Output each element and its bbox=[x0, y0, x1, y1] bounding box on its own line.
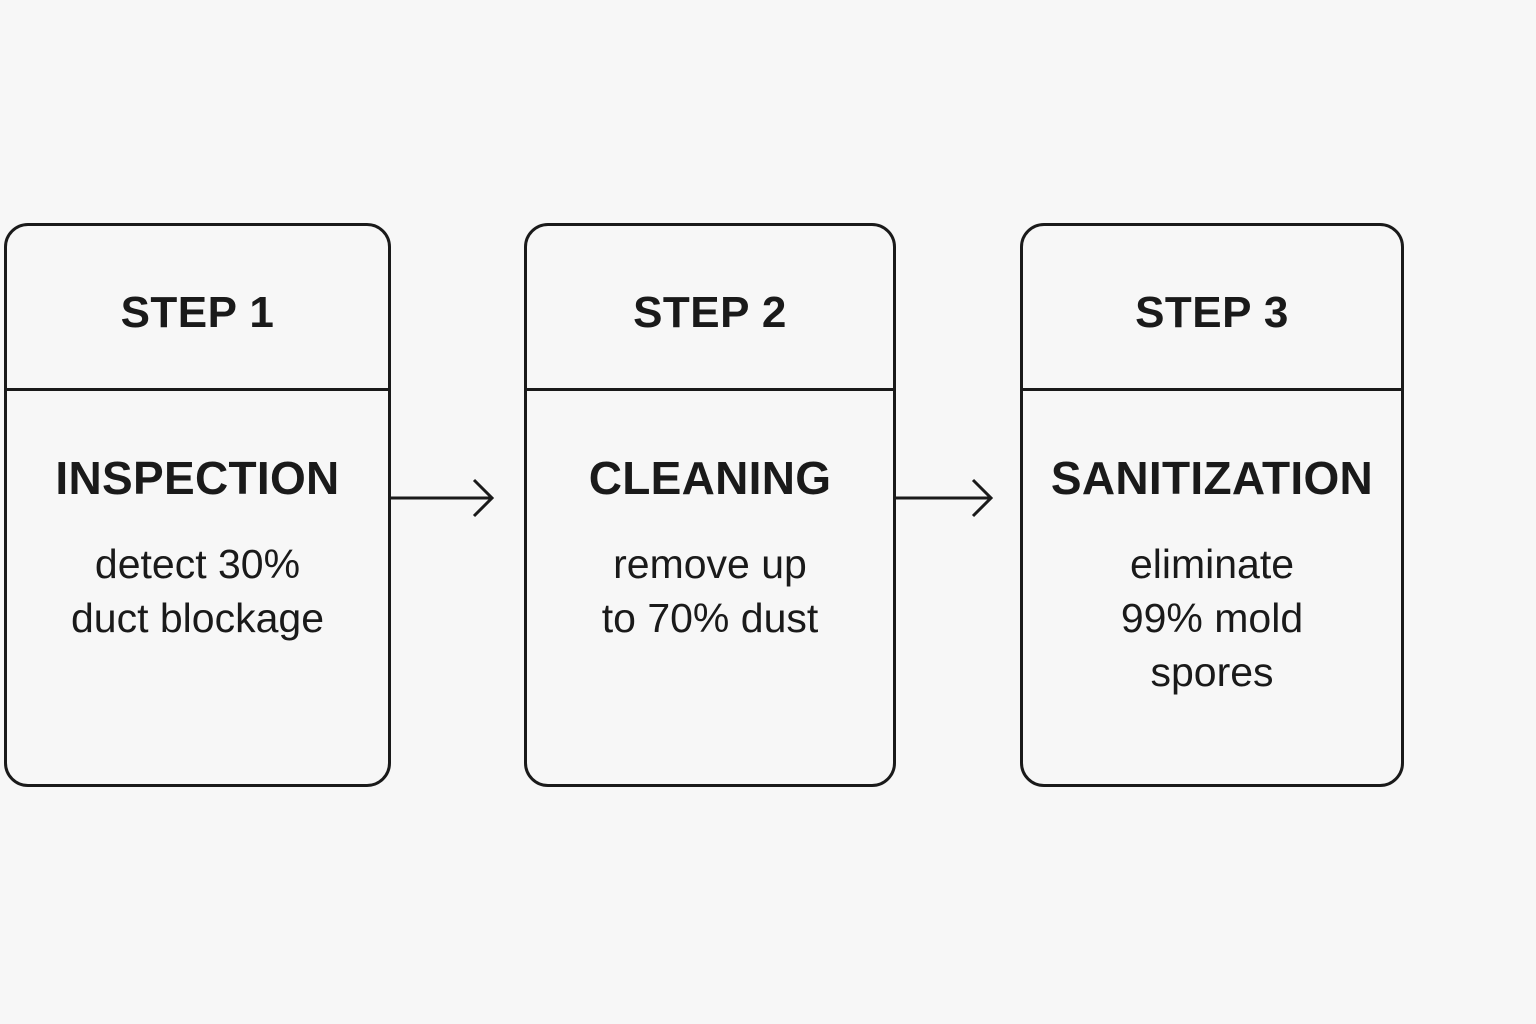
step-body: SANITIZATION eliminate 99% mold spores bbox=[1023, 451, 1401, 699]
step-header: STEP 2 bbox=[527, 226, 893, 391]
step-title: INSPECTION bbox=[55, 452, 340, 504]
step-description: remove up to 70% dust bbox=[527, 537, 893, 645]
step-description: eliminate 99% mold spores bbox=[1023, 537, 1401, 699]
step-label: STEP 3 bbox=[1135, 288, 1289, 337]
step-card-1: STEP 1 INSPECTION detect 30% duct blocka… bbox=[4, 223, 391, 787]
step-description-line: detect 30% bbox=[94, 541, 301, 587]
step-label: STEP 1 bbox=[120, 288, 275, 337]
step-card-2: STEP 2 CLEANING remove up to 70% dust bbox=[524, 223, 896, 787]
step-header: STEP 3 bbox=[1023, 226, 1401, 391]
step-title: SANITIZATION bbox=[1050, 452, 1374, 504]
step-body: CLEANING remove up to 70% dust bbox=[527, 451, 893, 645]
arrow-right-icon bbox=[895, 478, 994, 518]
step-body: INSPECTION detect 30% duct blockage bbox=[7, 451, 388, 645]
step-header: STEP 1 bbox=[7, 226, 388, 391]
step-description: detect 30% duct blockage bbox=[7, 537, 388, 645]
step-description-line: remove up bbox=[613, 541, 807, 587]
step-description-line: spores bbox=[1150, 649, 1274, 695]
step-description-line: duct blockage bbox=[70, 595, 324, 641]
step-description-line: to 70% dust bbox=[601, 595, 819, 641]
step-label: STEP 2 bbox=[633, 288, 787, 337]
step-description-line: eliminate bbox=[1129, 541, 1295, 587]
step-title: CLEANING bbox=[588, 452, 832, 504]
arrow-right-icon bbox=[390, 478, 495, 518]
step-card-3: STEP 3 SANITIZATION eliminate 99% mold s… bbox=[1020, 223, 1404, 787]
step-description-line: 99% mold bbox=[1120, 595, 1304, 641]
